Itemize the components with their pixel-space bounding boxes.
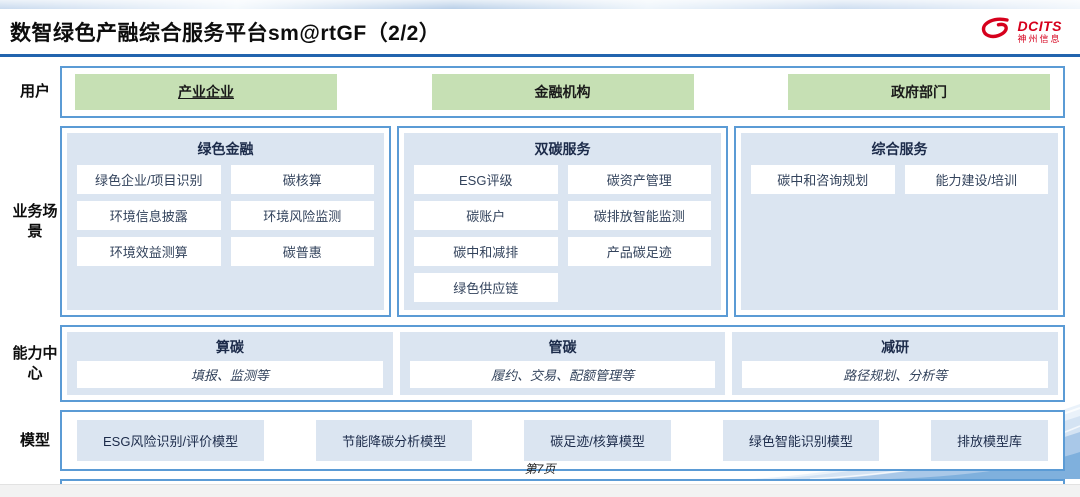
company-logo: DCITS 神州信息	[979, 16, 1063, 47]
user-item-government: 政府部门	[788, 74, 1050, 110]
row-label-capabilities: 能力中心	[12, 345, 58, 382]
bottom-gray-strip	[0, 484, 1080, 497]
user-item-industry: 产业企业	[75, 74, 337, 110]
scenario-item: 碳核算	[230, 165, 374, 194]
scenario-col-comprehensive: 综合服务 碳中和咨询规划 能力建设/培训	[734, 126, 1065, 317]
capability-title: 算碳	[215, 339, 244, 355]
row-label-models: 模型	[19, 431, 50, 449]
scenario-col-title: 绿色金融	[197, 141, 254, 157]
dcits-swirl-icon	[979, 16, 1015, 47]
scenario-item: 绿色供应链	[414, 273, 558, 302]
scenario-item: 绿色企业/项目识别	[77, 165, 221, 194]
scenario-item: 能力建设/培训	[904, 165, 1048, 194]
row-label-scenarios: 业务场景	[12, 203, 58, 240]
capabilities-box: 算碳 填报、监测等 管碳 履约、交易、配额管理等 减研 路径规划、分析等	[60, 325, 1065, 402]
scenario-col-dual-carbon: 双碳服务 ESG评级 碳资产管理 碳账户 碳排放智能监测 碳中和减排 产品碳足迹…	[397, 126, 728, 317]
page-title: 数智绿色产融综合服务平台sm@rtGF（2/2）	[10, 21, 441, 45]
scenario-item: 碳普惠	[230, 237, 374, 266]
user-item-finance: 金融机构	[431, 74, 694, 110]
scenario-item: 碳账户	[414, 201, 558, 230]
capability-desc: 履约、交易、配额管理等	[409, 361, 716, 388]
row-users: 用户 产业企业 金融机构 政府部门	[10, 66, 1065, 118]
capability-cell-carbon-management: 管碳 履约、交易、配额管理等	[399, 332, 726, 395]
scenario-col-title: 综合服务	[871, 141, 928, 157]
logo-subtitle: 神州信息	[1017, 34, 1062, 44]
row-scenarios: 业务场景 绿色金融 绿色企业/项目识别 碳核算 环境信息披露 环境风险监测 环境…	[10, 126, 1065, 317]
model-cell: ESG风险识别/评价模型	[77, 420, 265, 461]
scenario-item: 环境信息披露	[77, 201, 221, 230]
scenario-item: 碳排放智能监测	[567, 201, 711, 230]
scenarios-columns: 绿色金融 绿色企业/项目识别 碳核算 环境信息披露 环境风险监测 环境效益测算 …	[60, 126, 1065, 317]
capability-cell-carbon-accounting: 算碳 填报、监测等	[67, 332, 393, 395]
capability-title: 管碳	[548, 339, 577, 355]
models-box: ESG风险识别/评价模型 节能降碳分析模型 碳足迹/核算模型 绿色智能识别模型 …	[60, 410, 1065, 471]
model-cell: 排放模型库	[930, 420, 1048, 461]
top-decoration-band	[0, 0, 1080, 9]
scenario-item: 环境效益测算	[77, 237, 221, 266]
capability-desc: 填报、监测等	[77, 361, 383, 388]
page-number: 第7页	[524, 462, 556, 476]
capability-desc: 路径规划、分析等	[742, 361, 1049, 388]
row-models: 模型 ESG风险识别/评价模型 节能降碳分析模型 碳足迹/核算模型 绿色智能识别…	[10, 410, 1065, 471]
scenario-col-title: 双碳服务	[534, 141, 591, 157]
row-label-users: 用户	[19, 83, 50, 101]
logo-name: DCITS	[1017, 18, 1062, 34]
scenario-item: 环境风险监测	[230, 201, 374, 230]
model-cell: 节能降碳分析模型	[316, 420, 473, 461]
row-capabilities: 能力中心 算碳 填报、监测等 管碳 履约、交易、配额管理等 减研 路径规划、分析…	[10, 325, 1065, 402]
scenario-item: 碳中和咨询规划	[751, 165, 895, 194]
scenario-item: 碳资产管理	[567, 165, 711, 194]
model-cell: 绿色智能识别模型	[722, 420, 879, 461]
model-cell: 碳足迹/核算模型	[524, 420, 671, 461]
capability-cell-reduction-research: 减研 路径规划、分析等	[732, 332, 1059, 395]
logo-text-block: DCITS 神州信息	[1018, 19, 1063, 44]
architecture-diagram: 用户 产业企业 金融机构 政府部门 业务场景 绿色金融 绿色	[10, 66, 1065, 497]
scenario-item: 碳中和减排	[414, 237, 558, 266]
scenario-item: ESG评级	[414, 165, 558, 194]
scenario-col-green-finance: 绿色金融 绿色企业/项目识别 碳核算 环境信息披露 环境风险监测 环境效益测算 …	[60, 126, 391, 317]
capability-title: 减研	[881, 339, 910, 355]
slide-header: 数智绿色产融综合服务平台sm@rtGF（2/2） DCITS 神州信息	[0, 9, 1080, 57]
scenario-item: 产品碳足迹	[567, 237, 711, 266]
users-box: 产业企业 金融机构 政府部门	[60, 66, 1065, 118]
